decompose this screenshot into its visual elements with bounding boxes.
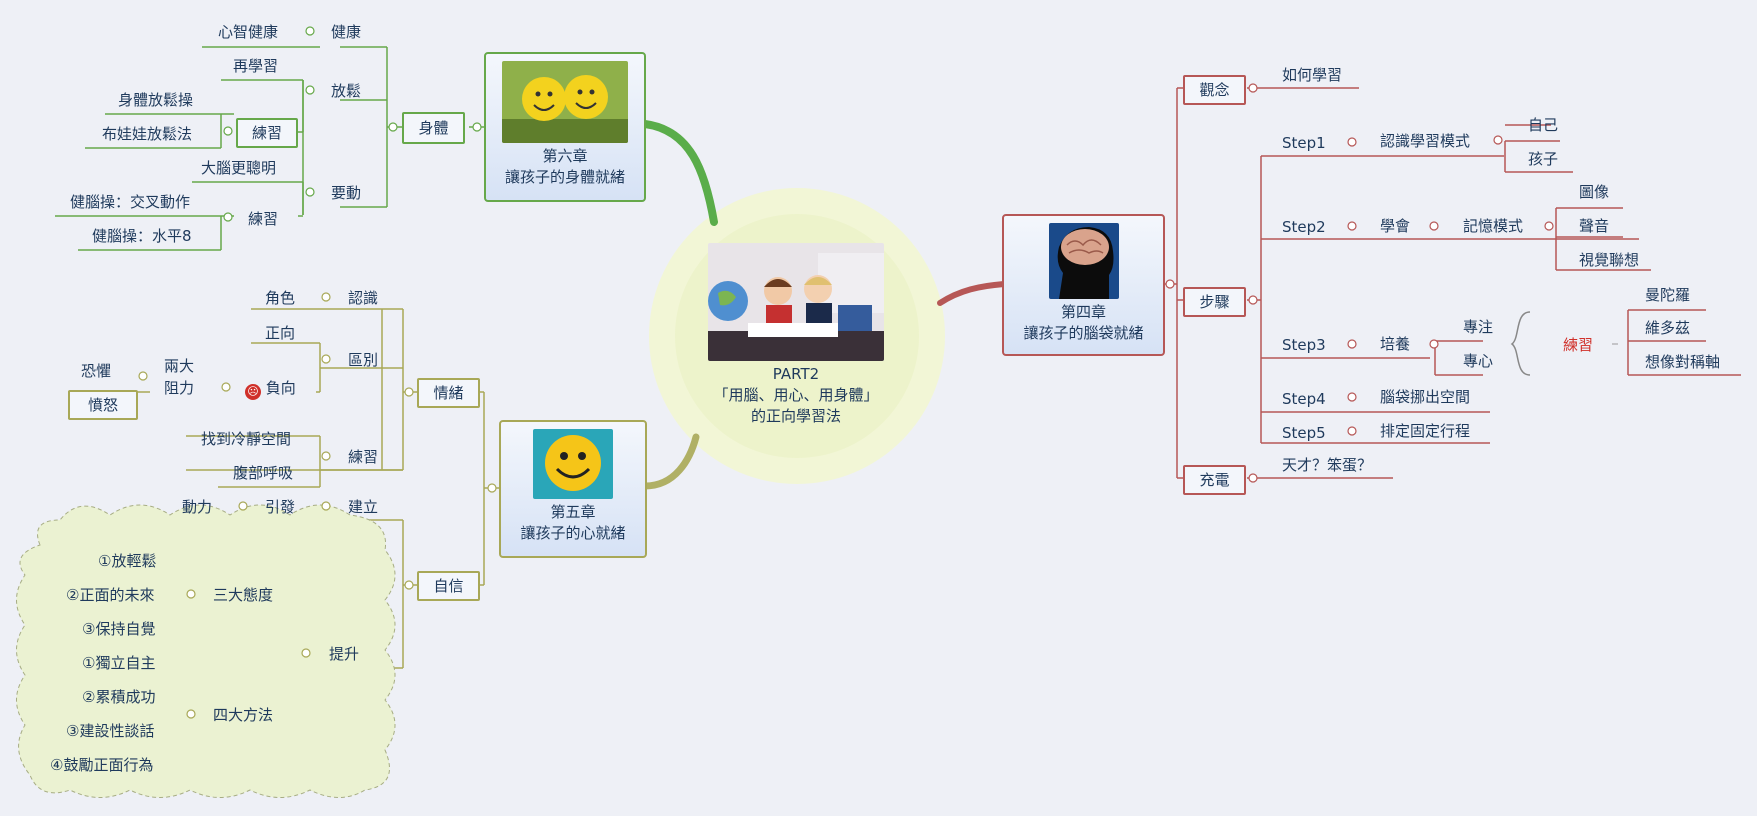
node-emotion[interactable]: 情緒 xyxy=(417,378,480,408)
node-genius[interactable]: 天才？笨蛋？ xyxy=(1282,456,1373,474)
node-symmetry[interactable]: 想像對稱軸 xyxy=(1645,353,1721,371)
node-m4[interactable]: ④鼓勵正面行為 xyxy=(50,756,154,774)
smiley-toys-photo xyxy=(502,61,628,143)
chapter6-number: 第六章 xyxy=(542,147,588,165)
node-focus[interactable]: 專注 xyxy=(1463,318,1494,336)
node-step1-label[interactable]: 認識學習模式 xyxy=(1380,132,1471,150)
node-step5-label[interactable]: 排定固定行程 xyxy=(1380,422,1471,440)
node-two-obstacles-a[interactable]: 兩大 xyxy=(164,357,195,375)
node-motivation[interactable]: 動力 xyxy=(182,498,213,516)
negative-label: 負向 xyxy=(265,379,296,397)
chapter4-number: 第四章 xyxy=(1060,303,1106,321)
brain-head-photo xyxy=(1048,223,1119,299)
node-positive[interactable]: 正向 xyxy=(265,324,296,342)
node-practice-move[interactable]: 練習 xyxy=(248,210,279,228)
node-how-learn[interactable]: 如何學習 xyxy=(1282,66,1343,84)
node-practice-emotion[interactable]: 練習 xyxy=(348,448,379,466)
node-mandala[interactable]: 曼陀羅 xyxy=(1645,286,1691,304)
node-step1[interactable]: Step1 xyxy=(1282,134,1326,152)
center-title-line3: 的正向學習法 xyxy=(750,407,841,425)
chapter6-node[interactable]: 第六章 讓孩子的身體就緒 xyxy=(484,52,646,202)
center-node[interactable]: PART2 「用腦、用心、用身體」 的正向學習法 xyxy=(708,243,884,425)
node-sound[interactable]: 聲音 xyxy=(1579,217,1610,235)
node-doll-relax[interactable]: 布娃娃放鬆法 xyxy=(102,125,193,143)
node-role[interactable]: 角色 xyxy=(265,289,296,307)
node-confidence[interactable]: 自信 xyxy=(417,571,480,601)
node-learn[interactable]: 學會 xyxy=(1380,217,1411,235)
node-mental-health[interactable]: 心智健康 xyxy=(218,23,279,41)
node-distinguish[interactable]: 區別 xyxy=(348,351,379,369)
brace-icon xyxy=(1510,311,1531,376)
children-photo xyxy=(708,243,884,361)
chapter4-node[interactable]: 第四章 讓孩子的腦袋就緒 xyxy=(1002,214,1165,356)
node-calm-space[interactable]: 找到冷靜空間 xyxy=(201,430,292,448)
node-recharge[interactable]: 充電 xyxy=(1183,465,1246,495)
node-smarter[interactable]: 大腦更聰明 xyxy=(201,159,277,177)
node-memory-mode[interactable]: 記憶模式 xyxy=(1463,217,1524,235)
node-visual[interactable]: 視覺聯想 xyxy=(1579,251,1640,269)
node-att2[interactable]: ②正面的未來 xyxy=(66,586,155,604)
node-negative[interactable]: ☹ 負向 xyxy=(245,379,296,400)
node-att3[interactable]: ③保持自覺 xyxy=(82,620,156,638)
node-practice-step3[interactable]: 練習 xyxy=(1563,336,1594,354)
cloud-boundary xyxy=(16,504,396,798)
node-step4-label[interactable]: 腦袋挪出空間 xyxy=(1380,388,1471,406)
node-trigger[interactable]: 引發 xyxy=(265,498,296,516)
node-improve[interactable]: 提升 xyxy=(329,645,360,663)
angry-face-icon: ☹ xyxy=(245,384,261,400)
node-fear[interactable]: 恐懼 xyxy=(81,362,112,380)
node-self[interactable]: 自己 xyxy=(1528,116,1559,134)
node-body[interactable]: 身體 xyxy=(402,112,465,144)
node-step2[interactable]: Step2 xyxy=(1282,218,1326,236)
node-cultivate[interactable]: 培養 xyxy=(1380,335,1411,353)
chapter5-title: 讓孩子的心就緒 xyxy=(520,524,626,542)
chapter4-title: 讓孩子的腦袋就緒 xyxy=(1023,324,1144,342)
node-venn[interactable]: 維多茲 xyxy=(1645,319,1691,337)
node-practice-relax[interactable]: 練習 xyxy=(236,118,298,148)
chapter6-title: 讓孩子的身體就緒 xyxy=(504,168,625,186)
node-step3[interactable]: Step3 xyxy=(1282,336,1326,354)
node-m3[interactable]: ③建設性談話 xyxy=(66,722,155,740)
node-step5[interactable]: Step5 xyxy=(1282,424,1326,442)
chapter5-node[interactable]: 第五章 讓孩子的心就緒 xyxy=(499,420,647,558)
node-child[interactable]: 孩子 xyxy=(1528,150,1559,168)
node-steps[interactable]: 步驟 xyxy=(1183,287,1246,317)
node-relax[interactable]: 放鬆 xyxy=(331,82,362,100)
center-title-line2: 「用腦、用心、用身體」 xyxy=(713,386,879,404)
chapter5-number: 第五章 xyxy=(550,503,596,521)
node-brain-eight[interactable]: 健腦操：水平8 xyxy=(92,227,192,245)
node-relearn[interactable]: 再學習 xyxy=(233,57,279,75)
node-att1[interactable]: ①放輕鬆 xyxy=(98,552,157,570)
node-abdominal[interactable]: 腹部呼吸 xyxy=(233,464,294,482)
node-know[interactable]: 認識 xyxy=(348,289,379,307)
node-anger[interactable]: 憤怒 xyxy=(68,390,138,420)
node-concept[interactable]: 觀念 xyxy=(1183,75,1246,105)
node-two-obstacles-b[interactable]: 阻力 xyxy=(164,379,195,397)
node-three-attitudes[interactable]: 三大態度 xyxy=(213,586,274,604)
center-title-line1: PART2 xyxy=(772,365,820,383)
smiley-ball-photo xyxy=(533,429,613,499)
node-build[interactable]: 建立 xyxy=(348,498,379,516)
node-body-relax[interactable]: 身體放鬆操 xyxy=(118,91,194,109)
node-move[interactable]: 要動 xyxy=(331,184,362,202)
node-step4[interactable]: Step4 xyxy=(1282,390,1326,408)
node-attention[interactable]: 專心 xyxy=(1463,352,1494,370)
node-four-methods[interactable]: 四大方法 xyxy=(213,706,274,724)
node-m2[interactable]: ②累積成功 xyxy=(82,688,156,706)
node-m1[interactable]: ①獨立自主 xyxy=(82,654,156,672)
node-brain-cross[interactable]: 健腦操：交叉動作 xyxy=(70,193,191,211)
node-health[interactable]: 健康 xyxy=(331,23,362,41)
node-image[interactable]: 圖像 xyxy=(1579,183,1610,201)
